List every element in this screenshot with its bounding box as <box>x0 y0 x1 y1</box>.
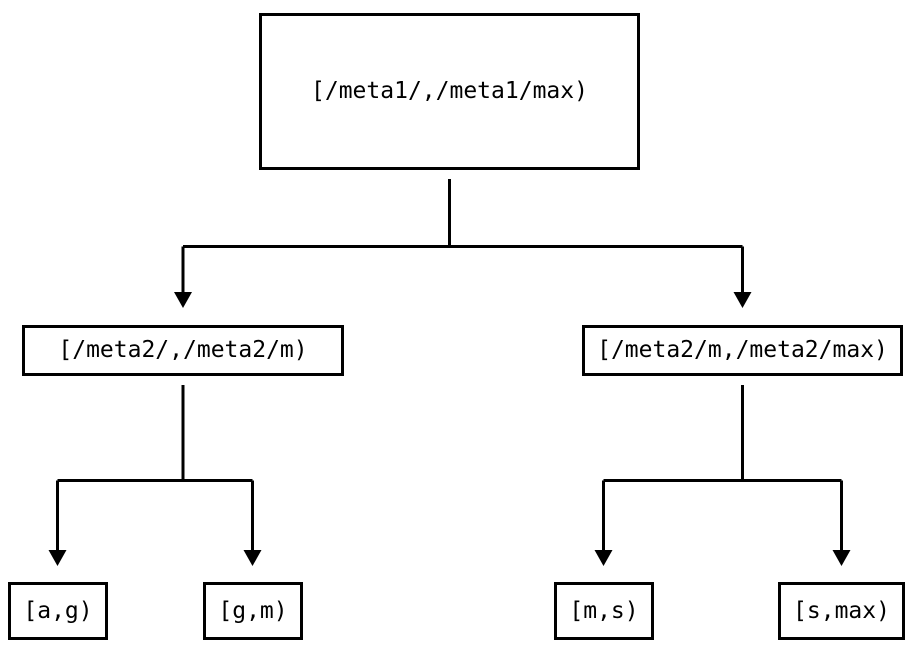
node-meta2-lower-range: [/meta2/,/meta2/m) <box>22 325 344 376</box>
node-leaf-m-s: [m,s) <box>554 582 654 640</box>
node-leaf-g-m: [g,m) <box>203 582 303 640</box>
arrowhead-leaf-smax <box>832 550 851 566</box>
node-leaf-a-g: [a,g) <box>8 582 108 640</box>
arrowhead-leaf-gm <box>243 550 262 566</box>
arrowhead-left-node <box>174 292 192 308</box>
arrowhead-leaf-ms <box>594 550 613 566</box>
arrowhead-leaf-ag <box>48 550 67 566</box>
edge-right-to-leaves <box>594 385 851 566</box>
edge-root-to-level2 <box>174 179 752 308</box>
edge-left-to-leaves <box>48 385 262 566</box>
node-leaf-s-max: [s,max) <box>778 582 905 640</box>
arrowhead-right-node <box>733 292 752 308</box>
node-root-meta1-range: [/meta1/,/meta1/max) <box>259 13 640 170</box>
node-meta2-upper-range: [/meta2/m,/meta2/max) <box>582 325 903 376</box>
